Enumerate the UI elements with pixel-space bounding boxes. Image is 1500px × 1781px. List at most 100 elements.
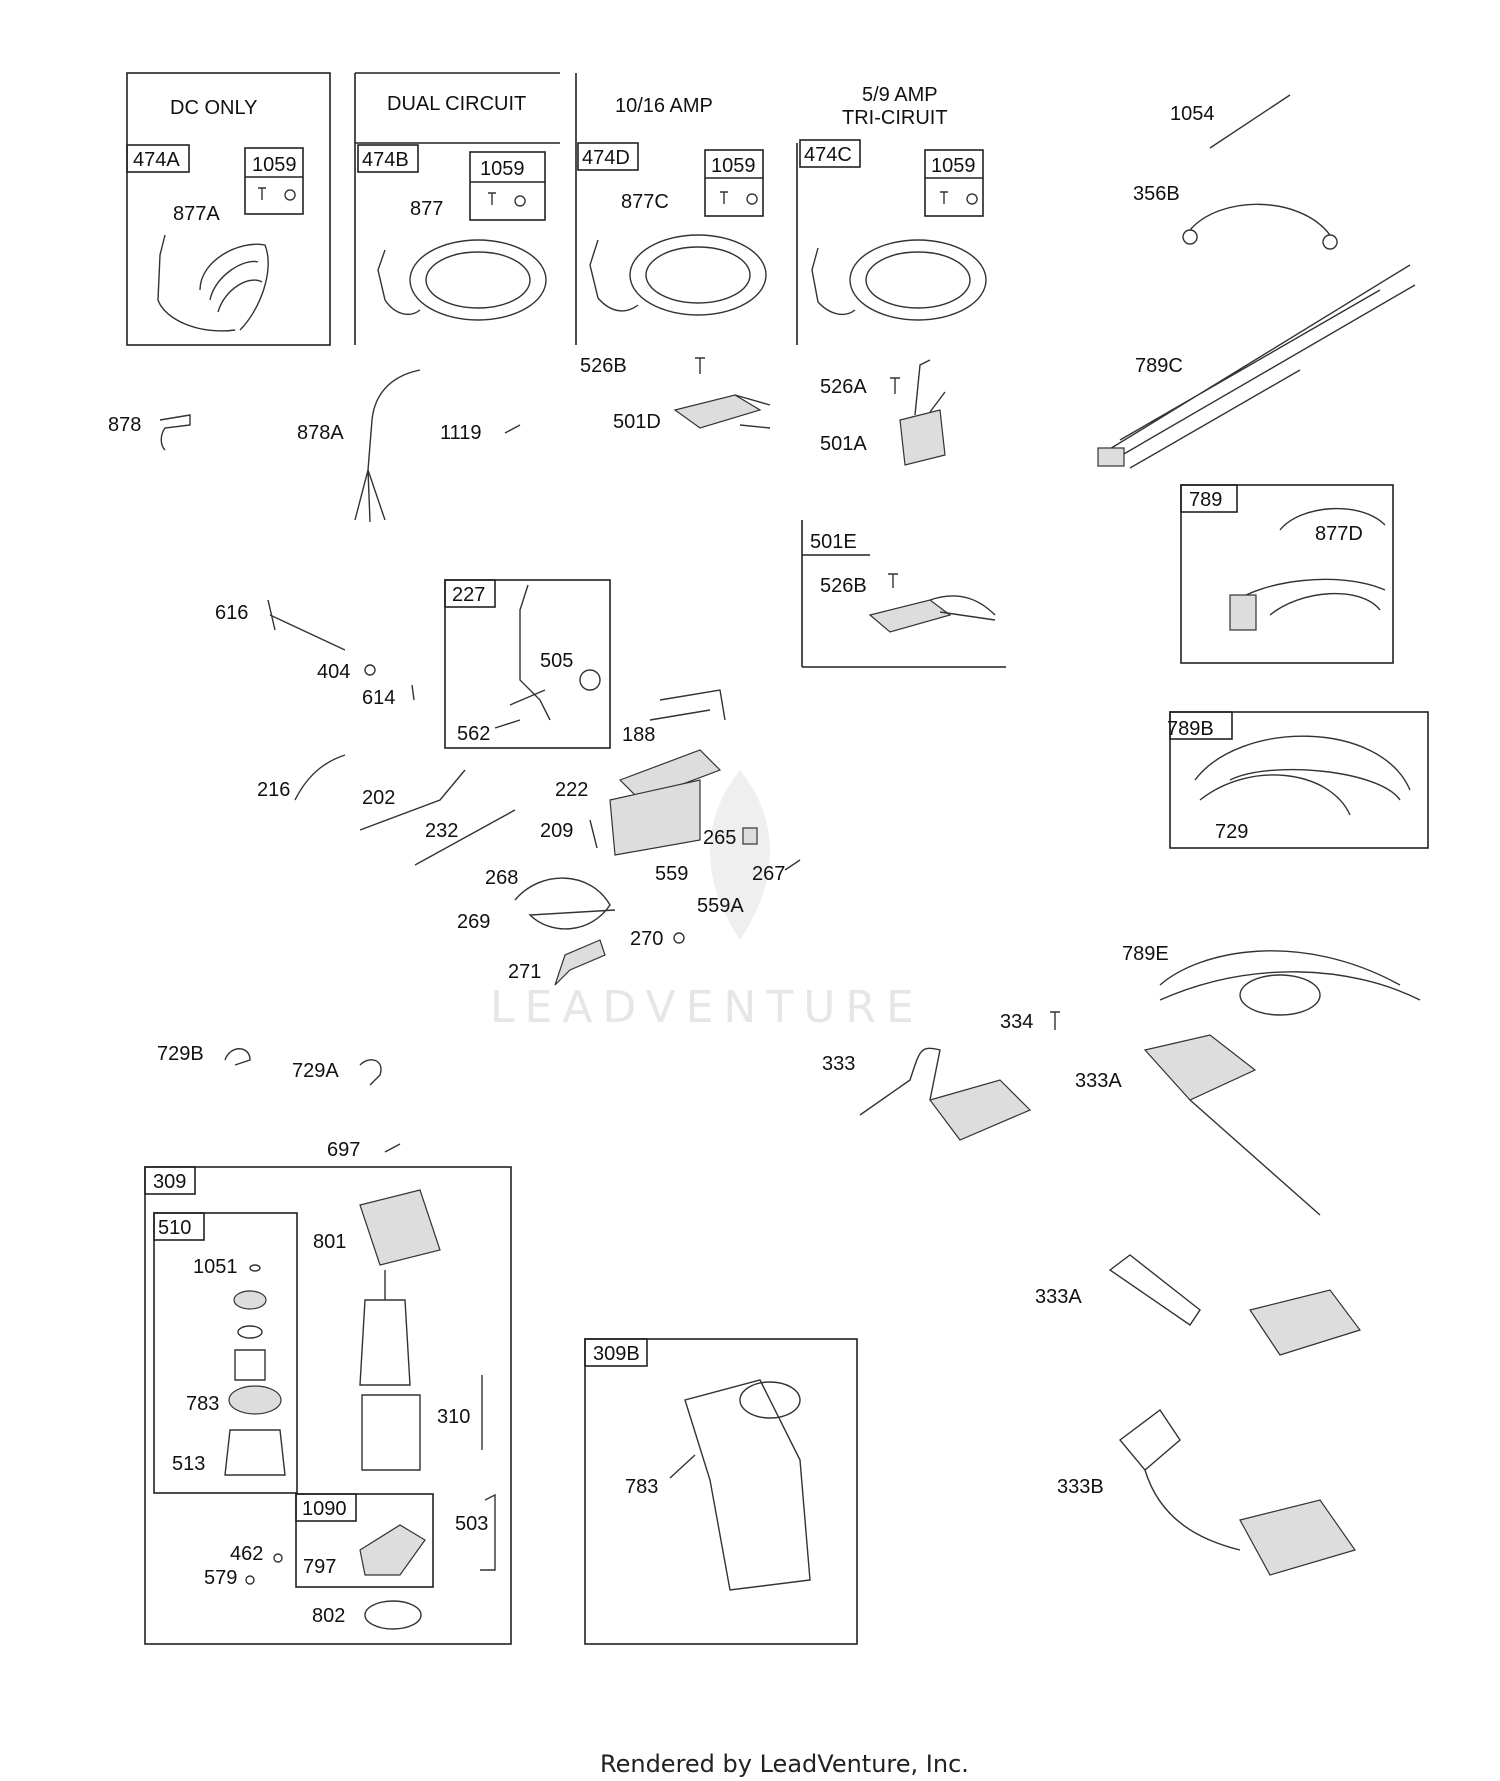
label-526B-2[interactable]: 526B xyxy=(820,575,867,597)
label-333B[interactable]: 333B xyxy=(1057,1476,1104,1498)
label-271[interactable]: 271 xyxy=(508,961,541,983)
label-1059-c: 1059 xyxy=(711,155,756,177)
label-501D[interactable]: 501D xyxy=(613,411,661,433)
label-501E[interactable]: 501E xyxy=(810,531,857,553)
cable-tie-icon xyxy=(1209,94,1291,149)
bracket-188-icon xyxy=(618,749,722,801)
label-562[interactable]: 562 xyxy=(457,723,490,745)
label-310[interactable]: 310 xyxy=(437,1406,470,1428)
label-209[interactable]: 209 xyxy=(540,820,573,842)
label-265[interactable]: 265 xyxy=(703,827,736,849)
rod-232-icon xyxy=(414,809,516,866)
starter-309B-group: 309B 783 xyxy=(584,1338,858,1645)
label-267[interactable]: 267 xyxy=(752,863,785,885)
label-309B: 309B xyxy=(593,1343,640,1365)
label-334[interactable]: 334 xyxy=(1000,1011,1033,1033)
starter-309-group: 309 510 1051 783 513 801 310 503 1090 79… xyxy=(144,1166,512,1645)
label-729A[interactable]: 729A xyxy=(292,1060,339,1082)
label-503[interactable]: 503 xyxy=(455,1513,488,1535)
label-729[interactable]: 729 xyxy=(1215,821,1248,843)
box-474D[interactable] xyxy=(577,142,639,171)
box-227[interactable] xyxy=(444,579,496,608)
label-614[interactable]: 614 xyxy=(362,687,395,709)
stator-coil-10-16-icon xyxy=(629,234,767,316)
label-188[interactable]: 188 xyxy=(622,724,655,746)
label-333A-2[interactable]: 333A xyxy=(1035,1286,1082,1308)
label-789C[interactable]: 789C xyxy=(1135,355,1183,377)
label-877D[interactable]: 877D xyxy=(1315,523,1363,545)
cable-269-icon xyxy=(514,877,616,930)
label-789E[interactable]: 789E xyxy=(1122,943,1169,965)
label-877A[interactable]: 877A xyxy=(173,203,220,225)
label-801[interactable]: 801 xyxy=(313,1231,346,1253)
box-309[interactable] xyxy=(144,1166,196,1195)
label-1119[interactable]: 1119 xyxy=(440,422,482,444)
box-1090[interactable] xyxy=(295,1493,357,1522)
label-404[interactable]: 404 xyxy=(317,661,350,683)
spring-216-icon xyxy=(294,754,346,801)
label-802[interactable]: 802 xyxy=(312,1605,345,1627)
label-1090: 1090 xyxy=(302,1498,347,1520)
regulator-501E-icon xyxy=(868,599,952,633)
ignition-333-wire-icon xyxy=(859,1047,941,1116)
box-1059-a[interactable] xyxy=(244,147,304,215)
label-579[interactable]: 579 xyxy=(204,1567,237,1589)
box-789[interactable] xyxy=(1180,484,1238,513)
control-227-group: 227 505 562 xyxy=(444,579,611,749)
amp-10-16-header: 10/16 AMP xyxy=(615,95,713,117)
box-474C[interactable] xyxy=(799,139,861,168)
label-616[interactable]: 616 xyxy=(215,602,248,624)
watermark: LEADVENTURE xyxy=(490,770,914,1033)
lever-271-icon xyxy=(554,939,606,986)
label-878A[interactable]: 878A xyxy=(297,422,344,444)
shaft-616-icon xyxy=(267,599,346,651)
label-474B: 474B xyxy=(362,149,409,171)
label-269[interactable]: 269 xyxy=(457,911,490,933)
spring-icon xyxy=(234,1349,266,1381)
stator-5-9-amp-group: 5/9 AMP TRI-CIRUIT 474C 1059 xyxy=(796,84,987,345)
box-474B[interactable] xyxy=(357,144,419,173)
label-270[interactable]: 270 xyxy=(630,928,663,950)
box-510[interactable] xyxy=(153,1212,205,1241)
regulator-501A-icon xyxy=(899,409,946,466)
box-510-frame xyxy=(153,1212,298,1494)
box-309B[interactable] xyxy=(584,1338,648,1367)
label-268[interactable]: 268 xyxy=(485,867,518,889)
box-789B[interactable] xyxy=(1169,711,1233,740)
connector-878-icon xyxy=(159,414,191,451)
box-474A[interactable] xyxy=(126,144,190,173)
label-333A-1[interactable]: 333A xyxy=(1075,1070,1122,1092)
box-1059-c[interactable] xyxy=(704,149,764,217)
label-1054[interactable]: 1054 xyxy=(1170,103,1215,125)
label-216[interactable]: 216 xyxy=(257,779,290,801)
label-513[interactable]: 513 xyxy=(172,1453,205,1475)
label-697[interactable]: 697 xyxy=(327,1139,360,1161)
label-559A[interactable]: 559A xyxy=(697,895,744,917)
label-202[interactable]: 202 xyxy=(362,787,395,809)
label-1059-b: 1059 xyxy=(480,158,525,180)
label-505[interactable]: 505 xyxy=(540,650,573,672)
label-356B[interactable]: 356B xyxy=(1133,183,1180,205)
starter-motor-309B-icon xyxy=(684,1379,811,1591)
label-877[interactable]: 877 xyxy=(410,198,443,220)
label-783a[interactable]: 783 xyxy=(186,1393,219,1415)
label-222[interactable]: 222 xyxy=(555,779,588,801)
label-526B-1[interactable]: 526B xyxy=(580,355,627,377)
label-333[interactable]: 333 xyxy=(822,1053,855,1075)
box-1059-b[interactable] xyxy=(469,151,546,221)
label-232[interactable]: 232 xyxy=(425,820,458,842)
label-729B[interactable]: 729B xyxy=(157,1043,204,1065)
label-559[interactable]: 559 xyxy=(655,863,688,885)
label-526A[interactable]: 526A xyxy=(820,376,867,398)
label-501A[interactable]: 501A xyxy=(820,433,867,455)
dc-only-header: DC ONLY xyxy=(170,97,257,119)
label-877C[interactable]: 877C xyxy=(621,191,669,213)
box-1059-d[interactable] xyxy=(924,149,984,217)
wiring-harness-789C-icon xyxy=(1099,264,1416,469)
label-462[interactable]: 462 xyxy=(230,1543,263,1565)
label-797[interactable]: 797 xyxy=(303,1556,336,1578)
label-783b[interactable]: 783 xyxy=(625,1476,658,1498)
label-1051[interactable]: 1051 xyxy=(193,1256,238,1278)
label-878[interactable]: 878 xyxy=(108,414,141,436)
